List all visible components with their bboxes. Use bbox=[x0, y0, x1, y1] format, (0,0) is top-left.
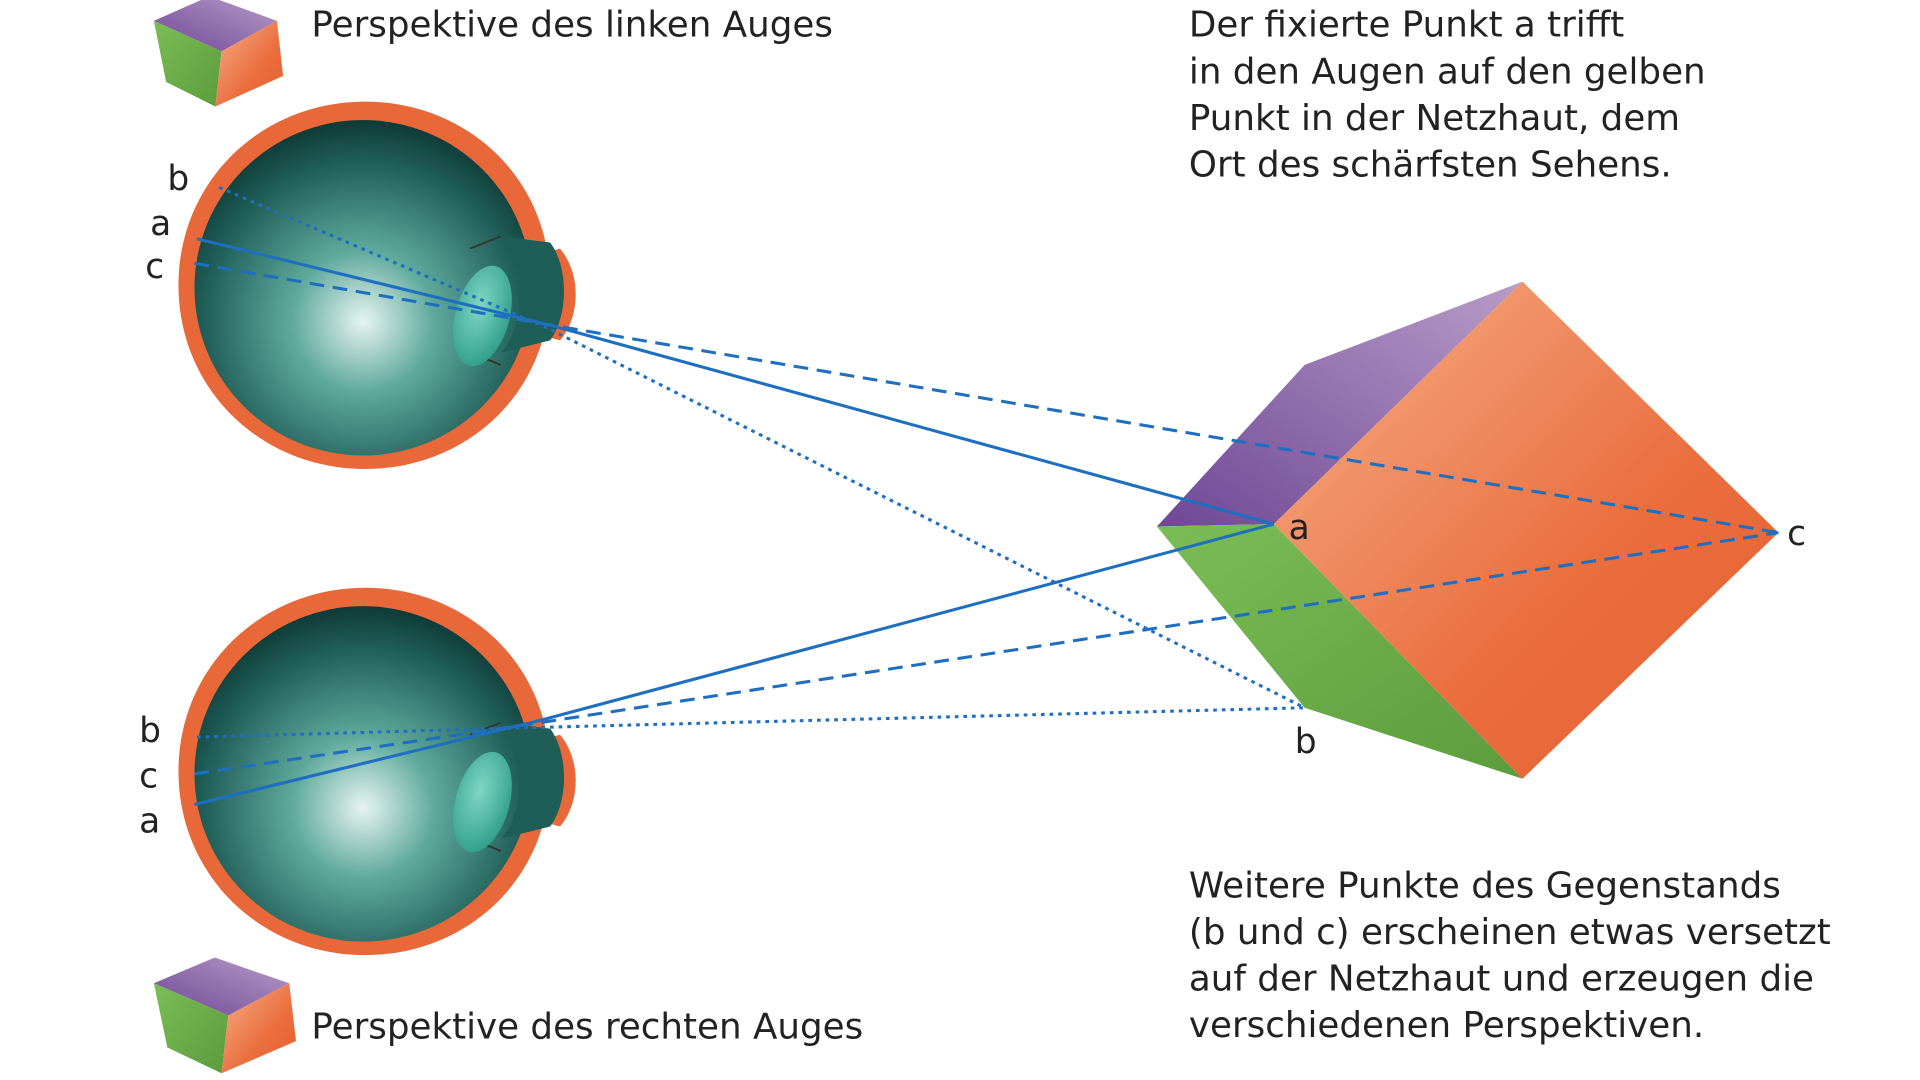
retina-label-b-right: b bbox=[139, 711, 161, 751]
retina-label-c-right: c bbox=[139, 756, 158, 796]
retina-label-a-right: a bbox=[139, 802, 160, 842]
cube-point-a: a bbox=[1289, 508, 1310, 548]
cube-object bbox=[1156, 281, 1779, 779]
bottom-note-line: verschiedenen Perspektiven. bbox=[1189, 1005, 1704, 1046]
right-eye-caption: Perspektive des rechten Auges bbox=[311, 1006, 863, 1047]
line-b-left bbox=[218, 185, 1306, 710]
top-note: Der fixierte Punkt a trifft in den Augen… bbox=[1189, 5, 1706, 185]
top-note-line: Punkt in der Netzhaut, dem bbox=[1189, 98, 1680, 139]
bottom-note: Weitere Punkte des Gegenstands (b und c)… bbox=[1189, 866, 1831, 1046]
sight-lines bbox=[194, 185, 1779, 806]
cube-point-b: b bbox=[1295, 722, 1317, 762]
right-eye bbox=[177, 586, 577, 957]
cube-point-c: c bbox=[1787, 514, 1806, 554]
line-a-right bbox=[194, 522, 1275, 806]
bottom-note-line: (b und c) erscheinen etwas versetzt bbox=[1189, 912, 1831, 953]
left-eye bbox=[177, 100, 577, 470]
retina-label-a-left: a bbox=[150, 204, 171, 244]
cube-front-face bbox=[1273, 281, 1779, 779]
line-c-left bbox=[194, 261, 1779, 535]
cube-top-face bbox=[1156, 281, 1523, 527]
top-note-line: Ort des schärfsten Sehens. bbox=[1189, 144, 1672, 185]
small-cube-right-perspective bbox=[153, 957, 296, 1074]
line-c-right bbox=[194, 531, 1779, 776]
top-note-line: Der fixierte Punkt a trifft bbox=[1189, 5, 1624, 46]
bottom-note-line: Weitere Punkte des Gegenstands bbox=[1189, 866, 1781, 907]
small-cube-left-perspective bbox=[153, 0, 284, 107]
bottom-note-line: auf der Netzhaut und erzeugen die bbox=[1189, 959, 1814, 1000]
line-b-right bbox=[196, 706, 1305, 739]
top-note-line: in den Augen auf den gelben bbox=[1189, 51, 1706, 92]
retina-label-c-left: c bbox=[145, 247, 164, 287]
cube-bottom-face bbox=[1156, 524, 1523, 779]
retina-label-b-left: b bbox=[167, 159, 189, 199]
left-eye-caption: Perspektive des linken Auges bbox=[311, 5, 833, 46]
